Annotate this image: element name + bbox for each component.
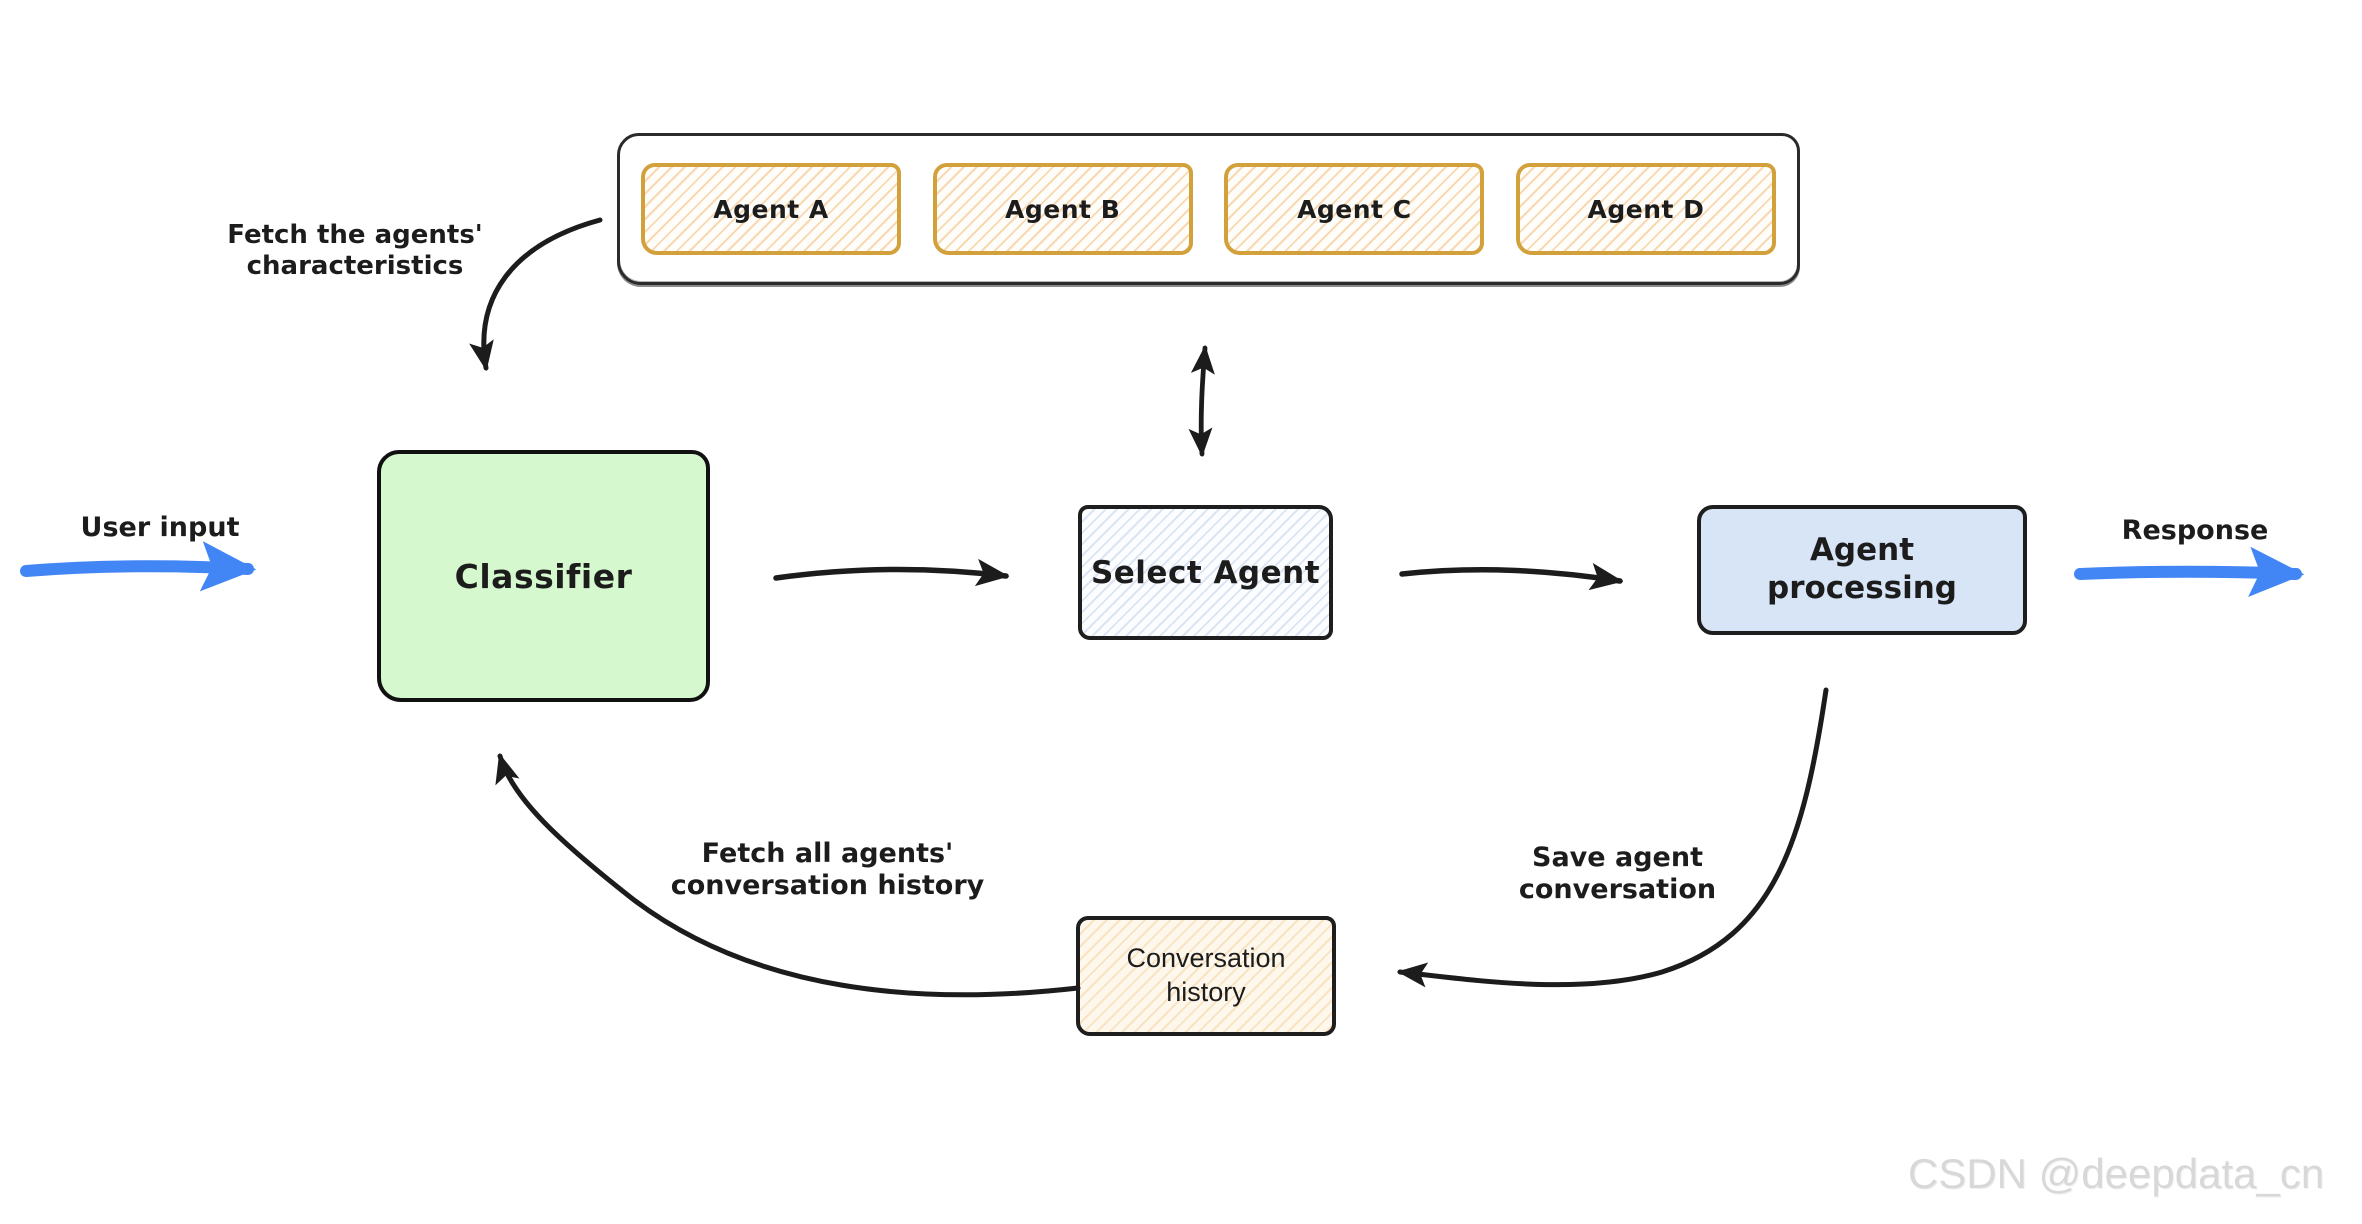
select-agent-node: Select Agent [1078, 505, 1333, 640]
agent-b-box: Agent B [932, 163, 1193, 255]
fetch-characteristics-line2: characteristics [246, 250, 464, 281]
save-conversation-line2: conversation [1518, 873, 1717, 905]
processing-to-history-arrow [1397, 687, 1829, 988]
fetch-history-line2: conversation history [670, 869, 985, 901]
classifier-to-select-arrow [773, 558, 1010, 587]
agent-c-label: Agent C [1297, 194, 1412, 224]
select-to-processing-arrow [1399, 562, 1624, 591]
response-arrow [2074, 546, 2305, 598]
save-conversation-label: Save agent conversation [1465, 842, 1770, 906]
agent-a-box: Agent A [641, 163, 901, 255]
watermark-text: CSDN @deepdata_cn [1908, 1150, 2325, 1197]
select-to-agents-double-arrow [1188, 345, 1215, 457]
agent-processing-node: Agent processing [1697, 505, 2027, 635]
conversation-history-node: Conversation history [1076, 916, 1336, 1036]
fetch-characteristics-label: Fetch the agents' characteristics [205, 220, 505, 281]
agents-panel: Agent A Agent B Agent C Agent D [617, 133, 1800, 285]
classifier-node: Classifier [377, 450, 710, 702]
agent-d-label: Agent D [1587, 194, 1705, 224]
fetch-characteristics-line1: Fetch the agents' [227, 220, 483, 250]
agent-d-box: Agent D [1515, 163, 1776, 255]
save-conversation-line1: Save agent [1532, 842, 1703, 873]
user-input-label: User input [80, 512, 240, 543]
fetch-history-label: Fetch all agents' conversation history [650, 838, 1005, 902]
fetch-history-line1: Fetch all agents' [701, 838, 954, 869]
agent-b-label: Agent B [1005, 194, 1121, 224]
agent-processing-label: Agent processing [1767, 532, 1957, 606]
agent-c-box: Agent C [1224, 163, 1485, 255]
user-input-arrow [20, 541, 257, 592]
classifier-label: Classifier [454, 556, 633, 596]
conversation-history-label: Conversation history [1126, 943, 1286, 1007]
response-label: Response [2121, 515, 2269, 546]
select-agent-label: Select Agent [1090, 554, 1321, 591]
agent-a-label: Agent A [713, 194, 829, 224]
